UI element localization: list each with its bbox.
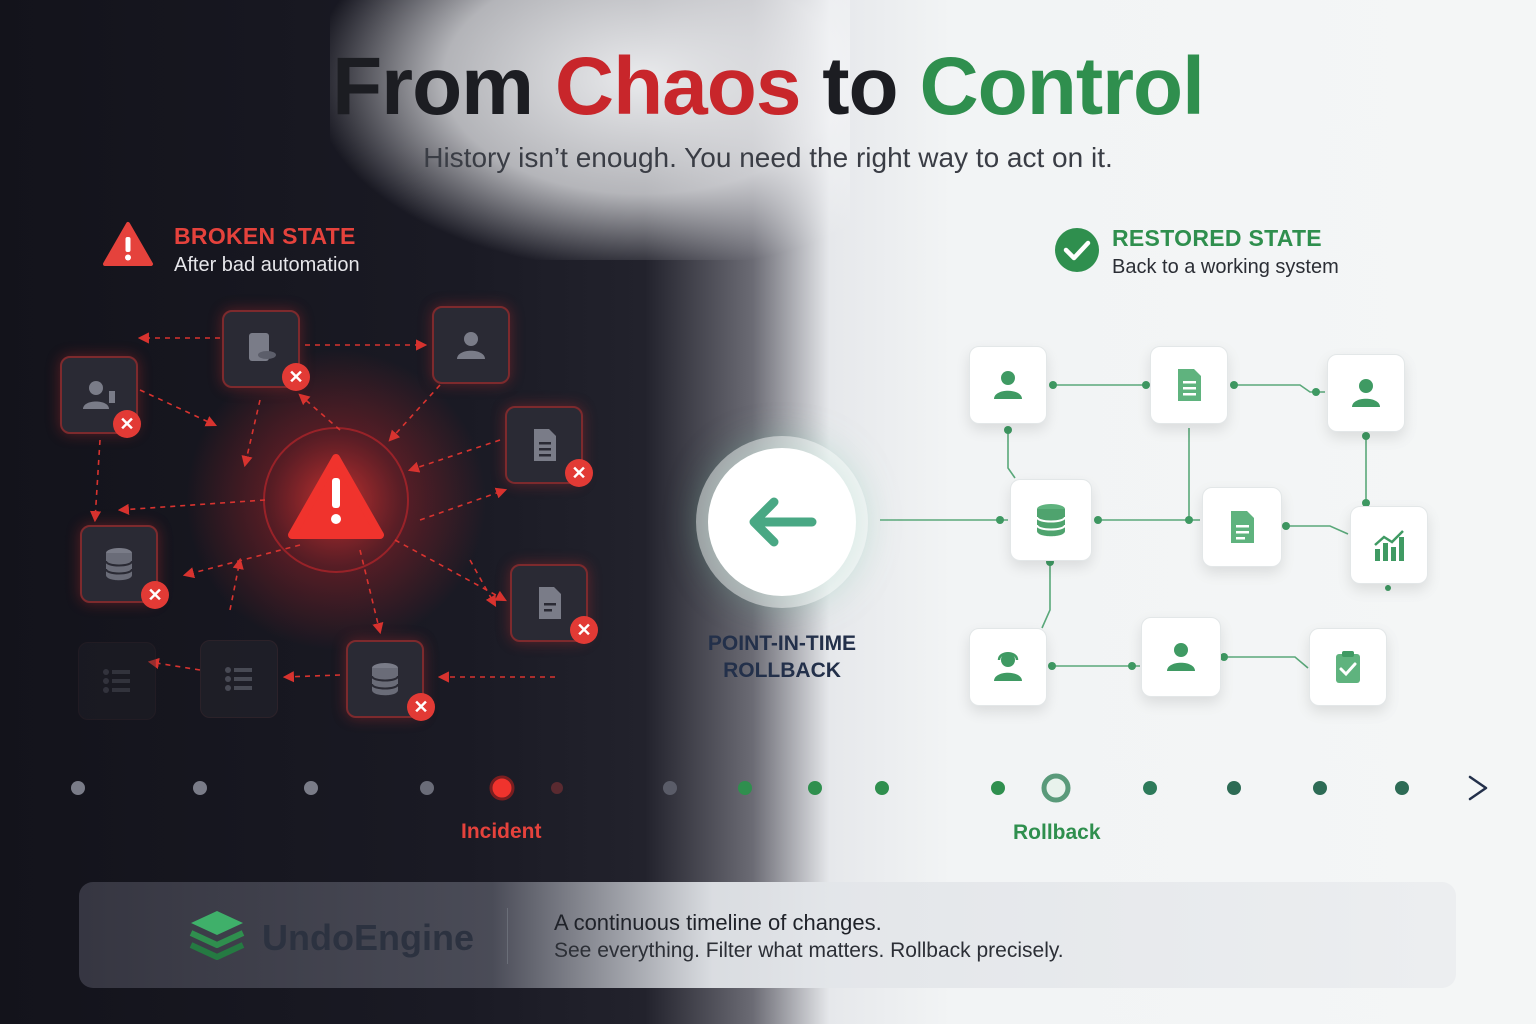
broken-state-subtitle: After bad automation xyxy=(174,254,360,276)
rollback-button[interactable] xyxy=(708,448,856,596)
chart-node-restored xyxy=(1350,506,1428,584)
clipboard-check-icon xyxy=(1336,651,1360,683)
restored-network xyxy=(880,381,1391,670)
error-x-icon: ✕ xyxy=(113,410,141,438)
title-chaos: Chaos xyxy=(554,41,802,132)
document-icon xyxy=(1231,511,1254,543)
user-node-restored xyxy=(969,346,1047,424)
brand-name: UndoEngine xyxy=(262,917,474,958)
page-title: From Chaos to Control xyxy=(0,40,1536,134)
arrow-left-icon xyxy=(749,497,817,547)
incident-label: Incident xyxy=(461,820,542,843)
document-node-restored-2 xyxy=(1202,487,1282,567)
restored-state-title: RESTORED STATE xyxy=(1112,225,1322,251)
title-part2: to xyxy=(800,41,920,132)
list-node-broken xyxy=(200,640,278,718)
layers-logo-icon xyxy=(189,911,245,960)
user-icon xyxy=(1352,379,1380,407)
user-icon xyxy=(1167,643,1195,671)
page-subtitle: History isn’t enough. You need the right… xyxy=(423,142,1113,173)
rollback-marker[interactable] xyxy=(1041,773,1071,803)
database-node-broken xyxy=(80,525,158,603)
user-node-restored-4 xyxy=(1141,617,1221,697)
database-icon xyxy=(1036,504,1066,537)
chaos-links xyxy=(89,332,555,683)
document-icon xyxy=(249,333,276,361)
bar-chart-icon xyxy=(1374,530,1404,561)
list-icon xyxy=(225,667,252,691)
user-node-restored-2 xyxy=(1327,354,1405,432)
user-node-broken-2 xyxy=(432,306,510,384)
document-icon xyxy=(1178,369,1201,401)
list-icon xyxy=(103,669,130,693)
warning-triangle-icon xyxy=(288,454,384,539)
check-circle-icon xyxy=(1055,228,1099,272)
timeline xyxy=(71,773,1488,803)
user-icon xyxy=(994,371,1022,399)
title-control: Control xyxy=(919,41,1204,132)
network-links xyxy=(880,384,1389,669)
footer-panel xyxy=(79,882,1456,988)
error-x-icon: ✕ xyxy=(141,581,169,609)
link-dots xyxy=(996,381,1391,670)
footer-description: See everything. Filter what matters. Rol… xyxy=(554,939,1064,962)
document-node-restored xyxy=(1150,346,1228,424)
rollback-label: POINT-IN-TIME ROLLBACK xyxy=(682,630,882,684)
rollback-label-line1: POINT-IN-TIME xyxy=(707,632,857,655)
rollback-label-line2: ROLLBACK xyxy=(723,659,841,682)
database-icon xyxy=(105,548,133,581)
list-node-faded xyxy=(78,642,156,720)
document-icon xyxy=(534,429,556,461)
broken-network xyxy=(89,332,555,683)
database-node-restored xyxy=(1010,479,1092,561)
footer-divider xyxy=(507,908,508,964)
timeline-points xyxy=(71,773,1409,803)
user-icon xyxy=(457,332,485,359)
broken-state-title: BROKEN STATE xyxy=(174,223,356,249)
warning-triangle-icon xyxy=(103,222,153,266)
rollback-timeline-label: Rollback xyxy=(1013,821,1101,844)
database-icon xyxy=(371,663,399,696)
user-node-restored-3 xyxy=(969,628,1047,706)
clipboard-node-restored xyxy=(1309,628,1387,706)
error-x-icon: ✕ xyxy=(407,693,435,721)
document-icon xyxy=(539,587,561,619)
user-icon xyxy=(83,381,115,409)
incident-marker[interactable] xyxy=(489,775,515,801)
title-part1: From xyxy=(332,41,555,132)
footer-tagline: A continuous timeline of changes. xyxy=(554,910,882,935)
error-x-icon: ✕ xyxy=(570,616,598,644)
user-headset-icon xyxy=(994,652,1022,681)
restored-state-subtitle: Back to a working system xyxy=(1112,256,1339,278)
error-x-icon: ✕ xyxy=(565,459,593,487)
error-x-icon: ✕ xyxy=(282,363,310,391)
